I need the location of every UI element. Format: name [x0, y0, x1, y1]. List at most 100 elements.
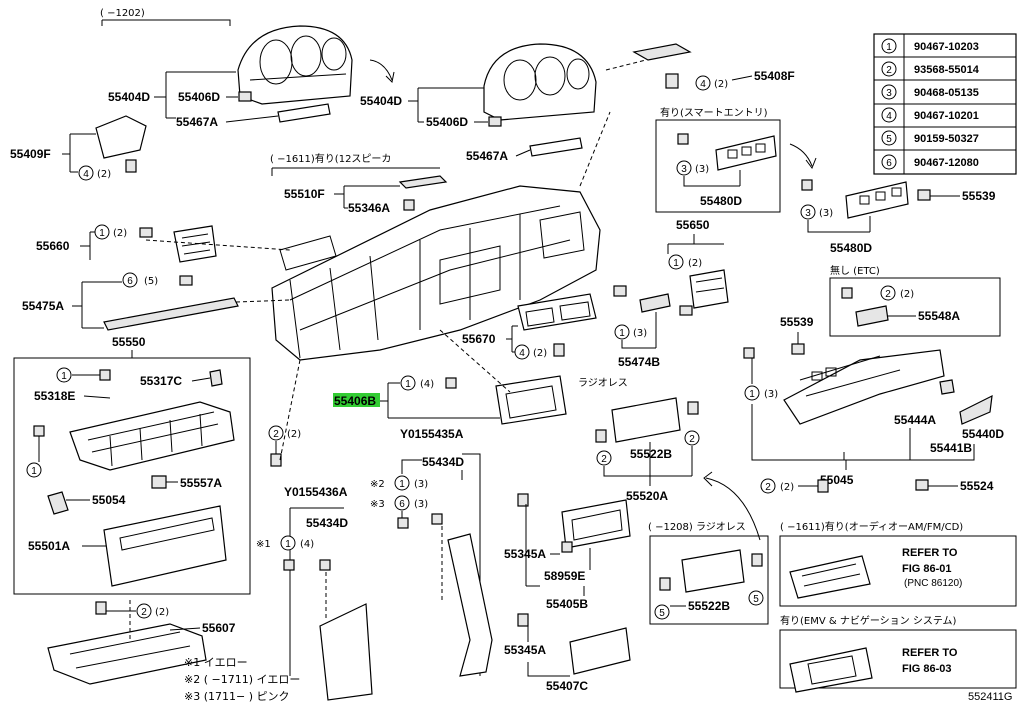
part-label[interactable]: 55522B — [688, 599, 730, 613]
part-label[interactable]: 55345A — [504, 547, 546, 561]
part-label[interactable]: 55522B — [630, 447, 672, 461]
part-label[interactable]: 55444A — [894, 413, 936, 427]
svg-text:6: 6 — [127, 276, 133, 287]
part-label[interactable]: 55548A — [918, 309, 960, 323]
note-speaker: ( −1611)有り(12スピーカ — [270, 152, 391, 165]
part-label[interactable]: Y0155435A — [400, 427, 464, 441]
part-label[interactable]: 55524 — [960, 479, 994, 493]
svg-text:(2): (2) — [780, 482, 794, 493]
svg-text:※3: ※3 — [370, 499, 385, 510]
screw-icon — [817, 479, 829, 493]
part-label[interactable]: 55434D — [306, 516, 348, 530]
part-label[interactable]: 55474B — [618, 355, 660, 369]
clip-icon — [553, 343, 565, 357]
part-label[interactable]: 55405B — [546, 597, 588, 611]
svg-text:90467-10203: 90467-10203 — [914, 41, 979, 53]
nav-ref-box — [779, 629, 1017, 689]
screw-icon — [270, 453, 282, 467]
part-label[interactable]: 55539 — [962, 189, 996, 203]
svg-text:(3): (3) — [695, 164, 709, 175]
svg-text:1: 1 — [619, 328, 625, 339]
clip-icon — [841, 287, 853, 299]
part-label[interactable]: 55650 — [676, 218, 710, 232]
part-label[interactable]: 55408F — [754, 69, 795, 83]
etc-none-box — [829, 277, 1001, 337]
part-label[interactable]: 55660 — [36, 239, 70, 253]
part-label[interactable]: 55434D — [422, 455, 464, 469]
part-label[interactable]: 55480D — [700, 194, 742, 208]
svg-text:(2): (2) — [97, 169, 111, 180]
part-label[interactable]: 55054 — [92, 493, 126, 507]
bracket-55474B — [639, 293, 671, 313]
svg-text:1: 1 — [285, 539, 291, 550]
part-label[interactable]: 58959E — [544, 569, 585, 583]
legend-row: 2 93568-55014 — [881, 61, 980, 77]
svg-text:4: 4 — [519, 348, 525, 359]
svg-text:(4): (4) — [300, 539, 314, 550]
part-label[interactable]: 55404D — [360, 94, 402, 108]
clip-icon — [397, 517, 409, 529]
part-label-highlighted[interactable]: 55406B — [334, 394, 376, 408]
part-label[interactable]: 55407C — [546, 679, 588, 693]
clip-icon — [431, 513, 443, 525]
svg-text:(3): (3) — [414, 499, 428, 510]
damper-icon — [209, 369, 223, 387]
svg-text:(3): (3) — [414, 479, 428, 490]
svg-text:93568-55014: 93568-55014 — [914, 64, 980, 76]
part-label[interactable]: 55539 — [780, 315, 814, 329]
svg-text:5: 5 — [753, 594, 759, 605]
part-label[interactable]: 55480D — [830, 241, 872, 255]
trim-bar-55475A — [103, 297, 239, 331]
fastener-legend-table — [873, 33, 1017, 175]
footnote: ※3 (1711− ) ピンク — [184, 690, 290, 703]
part-label[interactable]: 55404D — [108, 90, 150, 104]
part-label[interactable]: 55317C — [140, 374, 182, 388]
svg-text:1: 1 — [31, 466, 37, 477]
cover-55440D — [959, 394, 993, 425]
instrument-panel — [271, 185, 601, 361]
part-label[interactable]: 55441B — [930, 441, 972, 455]
cluster-panel-b — [483, 43, 597, 121]
part-label[interactable]: Y0155436A — [284, 485, 348, 499]
part-label[interactable]: 55520A — [626, 489, 668, 503]
part-label[interactable]: 55557A — [180, 476, 222, 490]
screw-icon — [595, 429, 607, 443]
part-label[interactable]: 55475A — [22, 299, 64, 313]
range-bracket — [101, 19, 231, 26]
svg-text:(2): (2) — [714, 79, 728, 90]
part-label[interactable]: 55467A — [176, 115, 218, 129]
smart-entry-box — [655, 119, 781, 213]
note-radio-less: ラジオレス — [578, 377, 628, 389]
cushion-icon — [915, 479, 929, 491]
part-label[interactable]: 55510F — [284, 187, 325, 201]
clip-icon — [283, 559, 295, 571]
part-label[interactable]: 55440D — [962, 427, 1004, 441]
part-label[interactable]: 55318E — [34, 389, 75, 403]
under-cover-55607 — [47, 623, 207, 685]
part-label[interactable]: 55345A — [504, 643, 546, 657]
part-label[interactable]: 55467A — [466, 149, 508, 163]
clip-icon — [517, 493, 529, 507]
svg-text:2: 2 — [601, 454, 607, 465]
part-label[interactable]: 55409F — [10, 147, 51, 161]
legend-row: 6 90467-12080 — [881, 154, 979, 170]
note-emv-nav: 有り(EMV & ナビゲーション システム) — [780, 614, 957, 627]
bracket-55407C — [569, 627, 631, 675]
part-label[interactable]: 55346A — [348, 201, 390, 215]
part-label[interactable]: 55406D — [426, 115, 468, 129]
clip-icon — [179, 275, 193, 286]
clip-icon — [743, 347, 755, 359]
part-label[interactable]: 55550 — [112, 335, 146, 349]
svg-text:2: 2 — [885, 289, 891, 300]
radio-blank-55522B — [611, 397, 681, 443]
legend-row: 1 90467-10203 — [881, 38, 979, 54]
sheet-id: 552411G — [968, 691, 1012, 703]
part-label[interactable]: 55670 — [462, 332, 496, 346]
part-label[interactable]: 55406D — [178, 90, 220, 104]
part-label[interactable]: 55607 — [202, 621, 236, 635]
clip-icon — [517, 613, 529, 627]
part-label[interactable]: 55501A — [28, 539, 70, 553]
svg-text:※1: ※1 — [256, 539, 271, 550]
side-trim-right — [447, 533, 493, 677]
svg-text:(5): (5) — [144, 276, 158, 287]
